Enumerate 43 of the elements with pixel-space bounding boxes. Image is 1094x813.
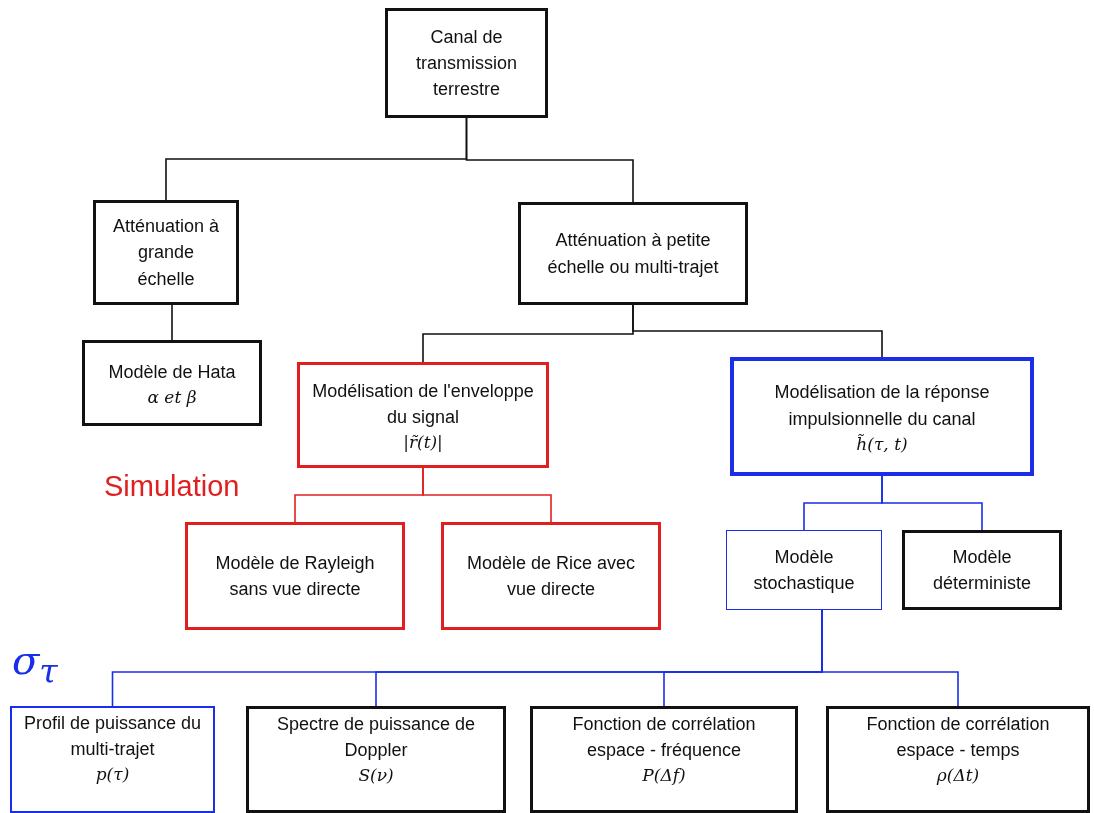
box [518, 202, 748, 305]
connector-line [821, 609, 959, 707]
connector-line [171, 304, 173, 341]
sigma-symbol: σ$_{τ}$ [12, 640, 58, 689]
box-title: Modélisation de la réponse impulsionnelle du canal [773, 381, 991, 431]
box [730, 357, 1034, 476]
formula: P(Δf) [642, 765, 686, 786]
formula: p(τ) [95, 764, 130, 785]
formula: |r̃(t)| [403, 432, 443, 453]
box [93, 200, 239, 305]
box [530, 706, 798, 813]
box [726, 530, 882, 610]
box [82, 340, 262, 426]
box [297, 362, 549, 468]
box [826, 706, 1090, 813]
connector-line [465, 117, 634, 203]
box-title: Fonction de corrélation espace - temps [865, 713, 1051, 763]
box [902, 530, 1062, 610]
connector-line [881, 475, 983, 531]
connector-line [632, 304, 883, 358]
simulation-label: Simulation [104, 470, 240, 503]
box-title: Modèle de Rice avec vue directe [466, 551, 636, 601]
box [441, 522, 661, 630]
formula: α et β [147, 387, 197, 408]
box [246, 706, 506, 813]
box-title: Modèle de Hata [108, 360, 236, 384]
box [185, 522, 405, 630]
box-title: Atténuation à petite échelle ou multi-trajet [546, 229, 720, 279]
box-title: Canal de transmission terrestre [415, 25, 518, 102]
formula: S(ν) [358, 765, 394, 786]
formula: h̃(τ, t) [856, 433, 908, 454]
box-title: Modèle déterministe [931, 545, 1032, 595]
box [10, 706, 215, 813]
formula: ρ(Δt) [936, 765, 980, 786]
box-title: Modélisation de l'enveloppe du signal [311, 379, 535, 429]
box-title: Modèle stochastique [752, 545, 856, 595]
box-title: Spectre de puissance de Doppler [275, 713, 477, 763]
connector-line [422, 467, 552, 523]
box-title: Profil de puissance du multi-trajet [22, 712, 203, 762]
box [385, 8, 548, 118]
box-title: Fonction de corrélation espace - fréquence [571, 713, 757, 763]
box-title: Modèle de Rayleigh sans vue directe [214, 551, 376, 601]
box-title: Atténuation à grande échelle [112, 215, 220, 291]
